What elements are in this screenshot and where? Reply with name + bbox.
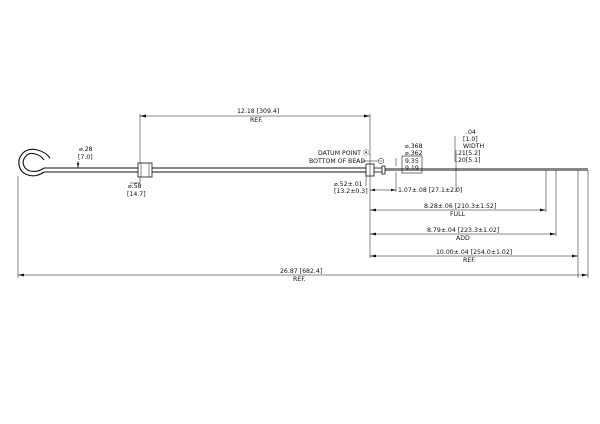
- dim-stop-dia: ⌀.368 ⌀.362 9.35 9.19: [395, 143, 423, 174]
- dim-full: 8.28±.06 [210.3±1.52] FULL: [370, 203, 546, 218]
- dim-width-v2: [1.0]: [463, 136, 478, 143]
- datum-line2: BOTTOM OF BEAD: [309, 158, 365, 165]
- dim-sleeve-value: ⌀.58: [128, 183, 142, 190]
- dim-bead-dia-metric: [13.2±0.3]: [334, 188, 368, 195]
- dim-overall-value: 26.87 [682.4]: [280, 268, 322, 275]
- dim-bead-dia-value: ⌀.52±.01: [334, 181, 363, 188]
- dim-tip: 10.00±.04 [254.0±1.02] REF.: [370, 249, 578, 264]
- dim-bead-dia: ⌀.52±.01 [13.2±0.3]: [334, 176, 368, 195]
- dim-offset: 1.07±.08 [27.1±2.0]: [370, 187, 462, 194]
- dim-tip-note: REF.: [463, 257, 476, 264]
- dim-offset-value: 1.07±.08 [27.1±2.0]: [398, 187, 462, 194]
- dim-stop-dia-metric2: 9.19: [405, 165, 419, 172]
- bead: [365, 163, 386, 177]
- dim-width-label: WIDTH: [463, 143, 484, 150]
- dim-handle-to-bead: 12.18 [309.4] REF.: [140, 108, 370, 124]
- datum-line1: DATUM POINT Ⓐ,: [318, 149, 371, 157]
- sleeve: [137, 162, 153, 178]
- handle-hook: [18, 148, 138, 177]
- dim-full-value: 8.28±.06 [210.3±1.52]: [424, 203, 496, 210]
- dim-add-note: ADD: [456, 235, 470, 242]
- dim-width-v4: .20[5.1]: [456, 157, 481, 164]
- extension-lines: [17, 114, 589, 278]
- dim-handle-wire: ⌀.28 [7.0]: [76, 146, 93, 168]
- dim-width: .04 [1.0] WIDTH .21[5.2] .20[5.1]: [454, 129, 484, 164]
- dim-handle-wire-value: ⌀.28: [79, 146, 93, 153]
- dim-overall-note: REF.: [293, 276, 306, 283]
- dim-width-v3: .21[5.2]: [456, 150, 481, 157]
- dim-stop-dia-value2: ⌀.362: [405, 150, 423, 157]
- dim-handle-wire-metric: [7.0]: [78, 154, 93, 161]
- dim-width-v1: .04: [466, 129, 476, 136]
- dim-tip-value: 10.00±.04 [254.0±1.02]: [436, 249, 512, 256]
- dim-handle-to-bead-note: REF.: [250, 117, 263, 124]
- dim-overall: 26.87 [682.4] REF.: [18, 268, 588, 283]
- dim-stop-dia-metric1: 9.35: [405, 158, 419, 165]
- datum-note: DATUM POINT Ⓐ, BOTTOM OF BEAD: [309, 149, 385, 165]
- dim-add: 8.79±.04 [223.3±1.02] ADD: [370, 227, 556, 242]
- blade: [385, 168, 588, 171]
- tube: [152, 167, 366, 173]
- dim-add-value: 8.79±.04 [223.3±1.02]: [427, 227, 499, 234]
- dim-handle-to-bead-value: 12.18 [309.4]: [237, 108, 279, 115]
- dim-sleeve: ⌀.58 [14.7]: [127, 177, 146, 198]
- dim-full-note: FULL: [450, 211, 466, 218]
- dim-sleeve-metric: [14.7]: [127, 191, 146, 198]
- dim-stop-dia-value1: ⌀.368: [405, 143, 423, 150]
